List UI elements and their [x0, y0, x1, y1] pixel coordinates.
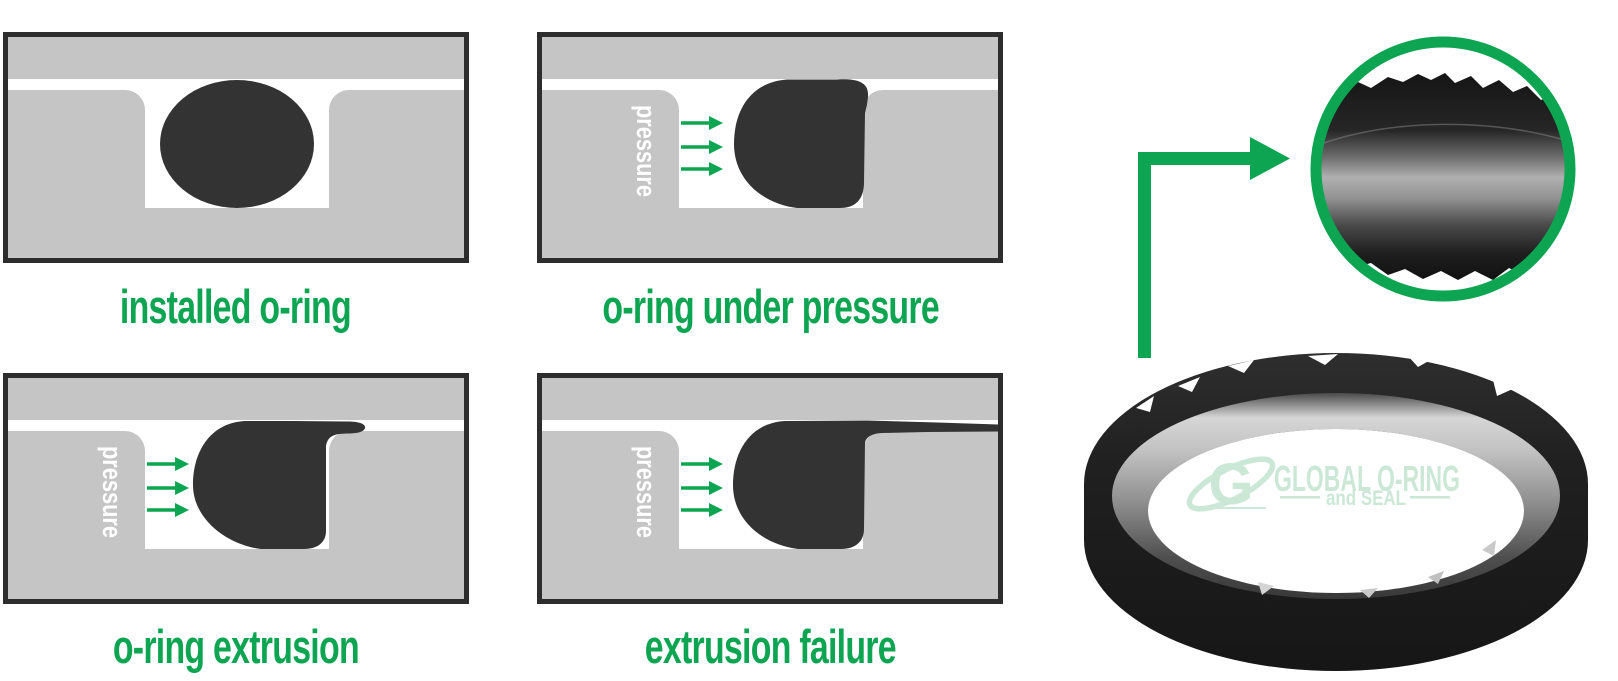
- panel-extrusion-failure: pressure: [537, 373, 1003, 604]
- lens-ring: [1310, 36, 1576, 302]
- magnified-surface-view: [1310, 36, 1576, 302]
- oring-cross-section: [160, 80, 314, 208]
- pressure-arrows-icon: [147, 457, 189, 517]
- oring-cross-section-failed: [733, 420, 998, 549]
- caption-oring-extrusion: o-ring extrusion: [3, 621, 468, 673]
- oring-cross-section: [734, 79, 869, 208]
- pressure-label: pressure: [631, 105, 661, 197]
- caption-installed-oring: installed o-ring: [3, 281, 468, 333]
- oring-cross-section-extruding: [193, 421, 366, 549]
- panel-frame: [537, 373, 1003, 604]
- panel-frame: [3, 373, 469, 604]
- pressure-label: pressure: [631, 446, 661, 538]
- oring-inner-wall: [1112, 393, 1560, 599]
- brand-dash-right: [1410, 496, 1450, 499]
- caption-text: o-ring extrusion: [112, 620, 359, 673]
- brand-name: GLOBAL O-RING: [1274, 458, 1460, 499]
- torn-oring-surface: [1321, 73, 1565, 280]
- worn-edge-nicks: [1136, 354, 1515, 598]
- panel-frame: [537, 32, 1003, 263]
- panel-extrusion-diagram: pressure: [3, 373, 469, 604]
- caption-text: o-ring under pressure: [602, 280, 939, 333]
- panel-frame: [3, 32, 469, 263]
- brand-logo-g-icon: G: [1186, 452, 1276, 517]
- pressure-arrows-icon: [681, 116, 723, 176]
- caption-text: installed o-ring: [119, 280, 352, 333]
- logo-underline: [1196, 507, 1266, 509]
- brand-watermark: G GLOBAL O-RING and SEAL: [1186, 452, 1460, 517]
- brand-dash-left: [1280, 496, 1320, 499]
- oring-product-photo: G GLOBAL O-RING and SEAL: [1084, 353, 1588, 671]
- panel-failure-diagram: pressure: [537, 373, 1003, 604]
- brand-subname: and SEAL: [1326, 487, 1406, 510]
- zoom-callout-arrow-icon: [1138, 137, 1290, 358]
- caption-extrusion-failure: extrusion failure: [537, 621, 1003, 673]
- pressure-label: pressure: [97, 446, 127, 538]
- panel-oring-extrusion: pressure: [3, 373, 469, 604]
- panel-installed-oring: [3, 32, 469, 263]
- panel-pressure-diagram: pressure: [537, 32, 1003, 263]
- caption-oring-under-pressure: o-ring under pressure: [537, 281, 1003, 333]
- caption-text: extrusion failure: [644, 620, 896, 673]
- oring-hole: [1148, 429, 1524, 593]
- pressure-arrows-icon: [681, 457, 723, 517]
- mold-seam-line: [1321, 123, 1565, 146]
- panel-oring-under-pressure: pressure: [537, 32, 1003, 263]
- panel-installed-diagram: [3, 32, 469, 263]
